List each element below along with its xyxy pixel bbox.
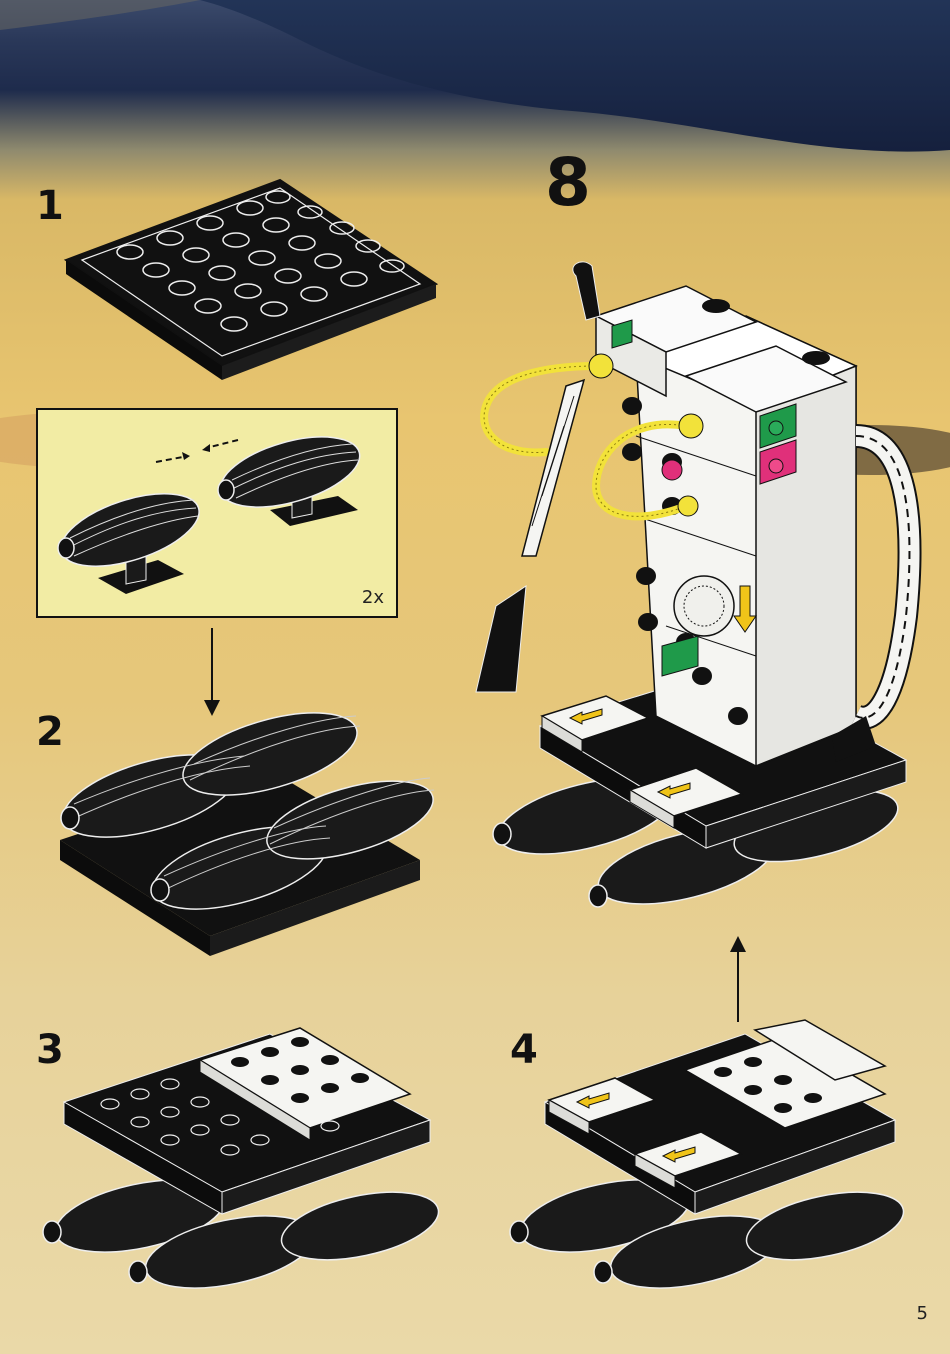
arrow-up-icon — [726, 936, 750, 1024]
quantity-label: 2x — [362, 587, 384, 608]
step4-plate-assembly — [505, 1020, 925, 1300]
page-number: 5 — [917, 1303, 928, 1324]
space-sky-background — [0, 0, 950, 180]
main-step-number: 8 — [545, 150, 591, 216]
sub-assembly-callout: 2x — [36, 408, 398, 618]
engine-parts-illustration — [38, 410, 396, 616]
step1-black-plate — [60, 180, 440, 380]
step8-robot-assembly — [436, 256, 936, 936]
step2-engines-assembly — [30, 700, 450, 970]
step3-plate-assembly — [30, 1020, 460, 1300]
dashed-converge-arrows-icon — [156, 440, 238, 462]
